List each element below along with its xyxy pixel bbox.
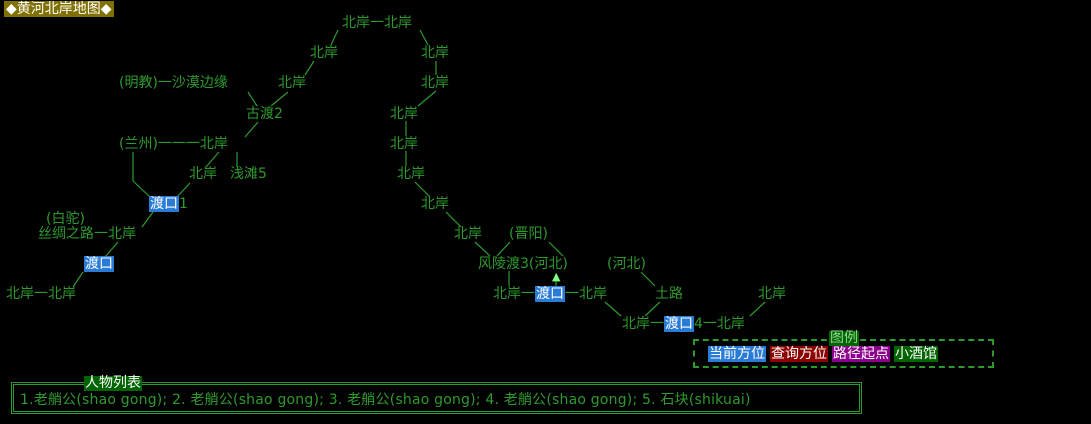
north-bank-label: 北岸一 <box>622 316 664 332</box>
current-location-ferry[interactable]: 渡口 <box>149 196 179 212</box>
north-bank-label: 4一北岸 <box>694 316 745 332</box>
current-location-ferry[interactable]: 渡口 <box>664 316 694 332</box>
map-node-ferry-4[interactable]: 北岸一渡口4一北岸 <box>622 316 745 333</box>
map-node-ferry[interactable]: 渡口 <box>84 256 114 273</box>
people-list[interactable]: 1.老艄公(shao gong); 2. 老艄公(shao gong); 3. … <box>20 392 751 408</box>
north-bank-label: 一北岸 <box>565 286 607 302</box>
people-list-title: 人物列表 <box>84 375 142 391</box>
map-node-north-bank[interactable]: 北岸 <box>421 45 449 61</box>
up-arrow-icon: ▲ <box>552 270 561 283</box>
map-node-desert-edge[interactable]: (明教)一沙漠边缘 <box>119 75 228 91</box>
legend-tavern: 小酒馆 <box>894 346 938 362</box>
map-node-north-bank[interactable]: 北岸 <box>310 45 338 61</box>
map-node-silk-road[interactable]: 丝绸之路一北岸 <box>38 226 136 242</box>
map-node-baituo[interactable]: (白驼) <box>46 211 85 227</box>
map-node-hebei[interactable]: (河北) <box>607 256 646 272</box>
north-bank-label: 北岸一 <box>493 286 535 302</box>
legend-title: 图例 <box>829 330 859 346</box>
map-title: ◆黄河北岸地图◆ <box>4 1 114 17</box>
map-node-north-bank[interactable]: 北岸 <box>397 166 425 182</box>
legend-path-start: 路径起点 <box>832 346 890 362</box>
map-node-dirt-road[interactable]: 土路 <box>655 286 683 302</box>
legend-query-location: 查询方位 <box>770 346 828 362</box>
map-node-jinyang[interactable]: (晋阳) <box>509 226 548 242</box>
people-list-box <box>11 382 862 414</box>
map-node-north-bank[interactable]: 北岸 <box>278 75 306 91</box>
map-node-north-bank[interactable]: 北岸 <box>758 286 786 302</box>
current-location-ferry[interactable]: 渡口 <box>84 256 114 272</box>
map-node-shoal[interactable]: 浅滩5 <box>230 166 267 182</box>
map-node-north-bank[interactable]: 北岸一北岸 <box>6 286 76 302</box>
map-node-ancient-ferry[interactable]: 古渡2 <box>246 106 283 122</box>
legend-current-location: 当前方位 <box>708 346 766 362</box>
ferry-number: 1 <box>179 196 188 212</box>
map-node-ferry-1[interactable]: 渡口1 <box>149 196 188 213</box>
legend-items: 当前方位查询方位路径起点小酒馆 <box>708 346 942 363</box>
map-node-fenglingdu[interactable]: 风陵渡3(河北) <box>478 256 568 272</box>
map-node-north-bank[interactable]: 北岸 <box>390 136 418 152</box>
map-node-lanzhou-north-bank[interactable]: (兰州)一一一北岸 <box>119 136 228 152</box>
map-node-north-bank[interactable]: 北岸 <box>421 196 449 212</box>
map-node-north-bank[interactable]: 北岸 <box>421 75 449 91</box>
current-location-ferry[interactable]: 渡口 <box>535 286 565 302</box>
map-node-north-bank[interactable]: 北岸 <box>454 226 482 242</box>
map-node-north-bank[interactable]: 北岸 <box>390 106 418 122</box>
map-node-north-bank[interactable]: 北岸一北岸 <box>342 15 412 31</box>
map-node-ferry-3[interactable]: 北岸一渡口一北岸 <box>493 286 607 303</box>
map-node-north-bank[interactable]: 北岸 <box>189 166 217 182</box>
